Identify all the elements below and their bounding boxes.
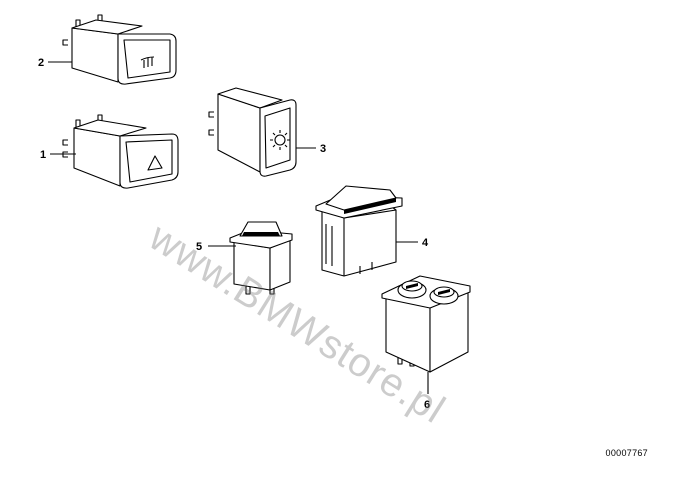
callout-1: 1 — [40, 149, 76, 161]
push-button-switch-icon[interactable] — [229, 221, 293, 295]
callout-6: 6 — [424, 372, 430, 411]
callout-3: 3 — [296, 143, 326, 155]
rocker-switch-icon[interactable] — [315, 185, 403, 277]
callout-4: 4 — [396, 237, 429, 249]
callout-5: 5 — [196, 241, 236, 253]
callout-label-5: 5 — [196, 241, 202, 253]
callout-2: 2 — [38, 57, 72, 69]
hazard-warning-switch-icon[interactable] — [62, 114, 179, 189]
callout-label-1: 1 — [40, 149, 46, 161]
dual-knob-switch-icon[interactable] — [381, 275, 471, 373]
callout-label-6: 6 — [424, 399, 430, 411]
diagram-id: 00007767 — [605, 448, 648, 458]
callout-label-4: 4 — [422, 237, 429, 249]
callout-label-3: 3 — [320, 143, 326, 155]
light-switch-icon[interactable] — [208, 87, 297, 177]
rear-window-defogger-switch-icon[interactable] — [62, 14, 177, 85]
callout-label-2: 2 — [38, 57, 44, 69]
